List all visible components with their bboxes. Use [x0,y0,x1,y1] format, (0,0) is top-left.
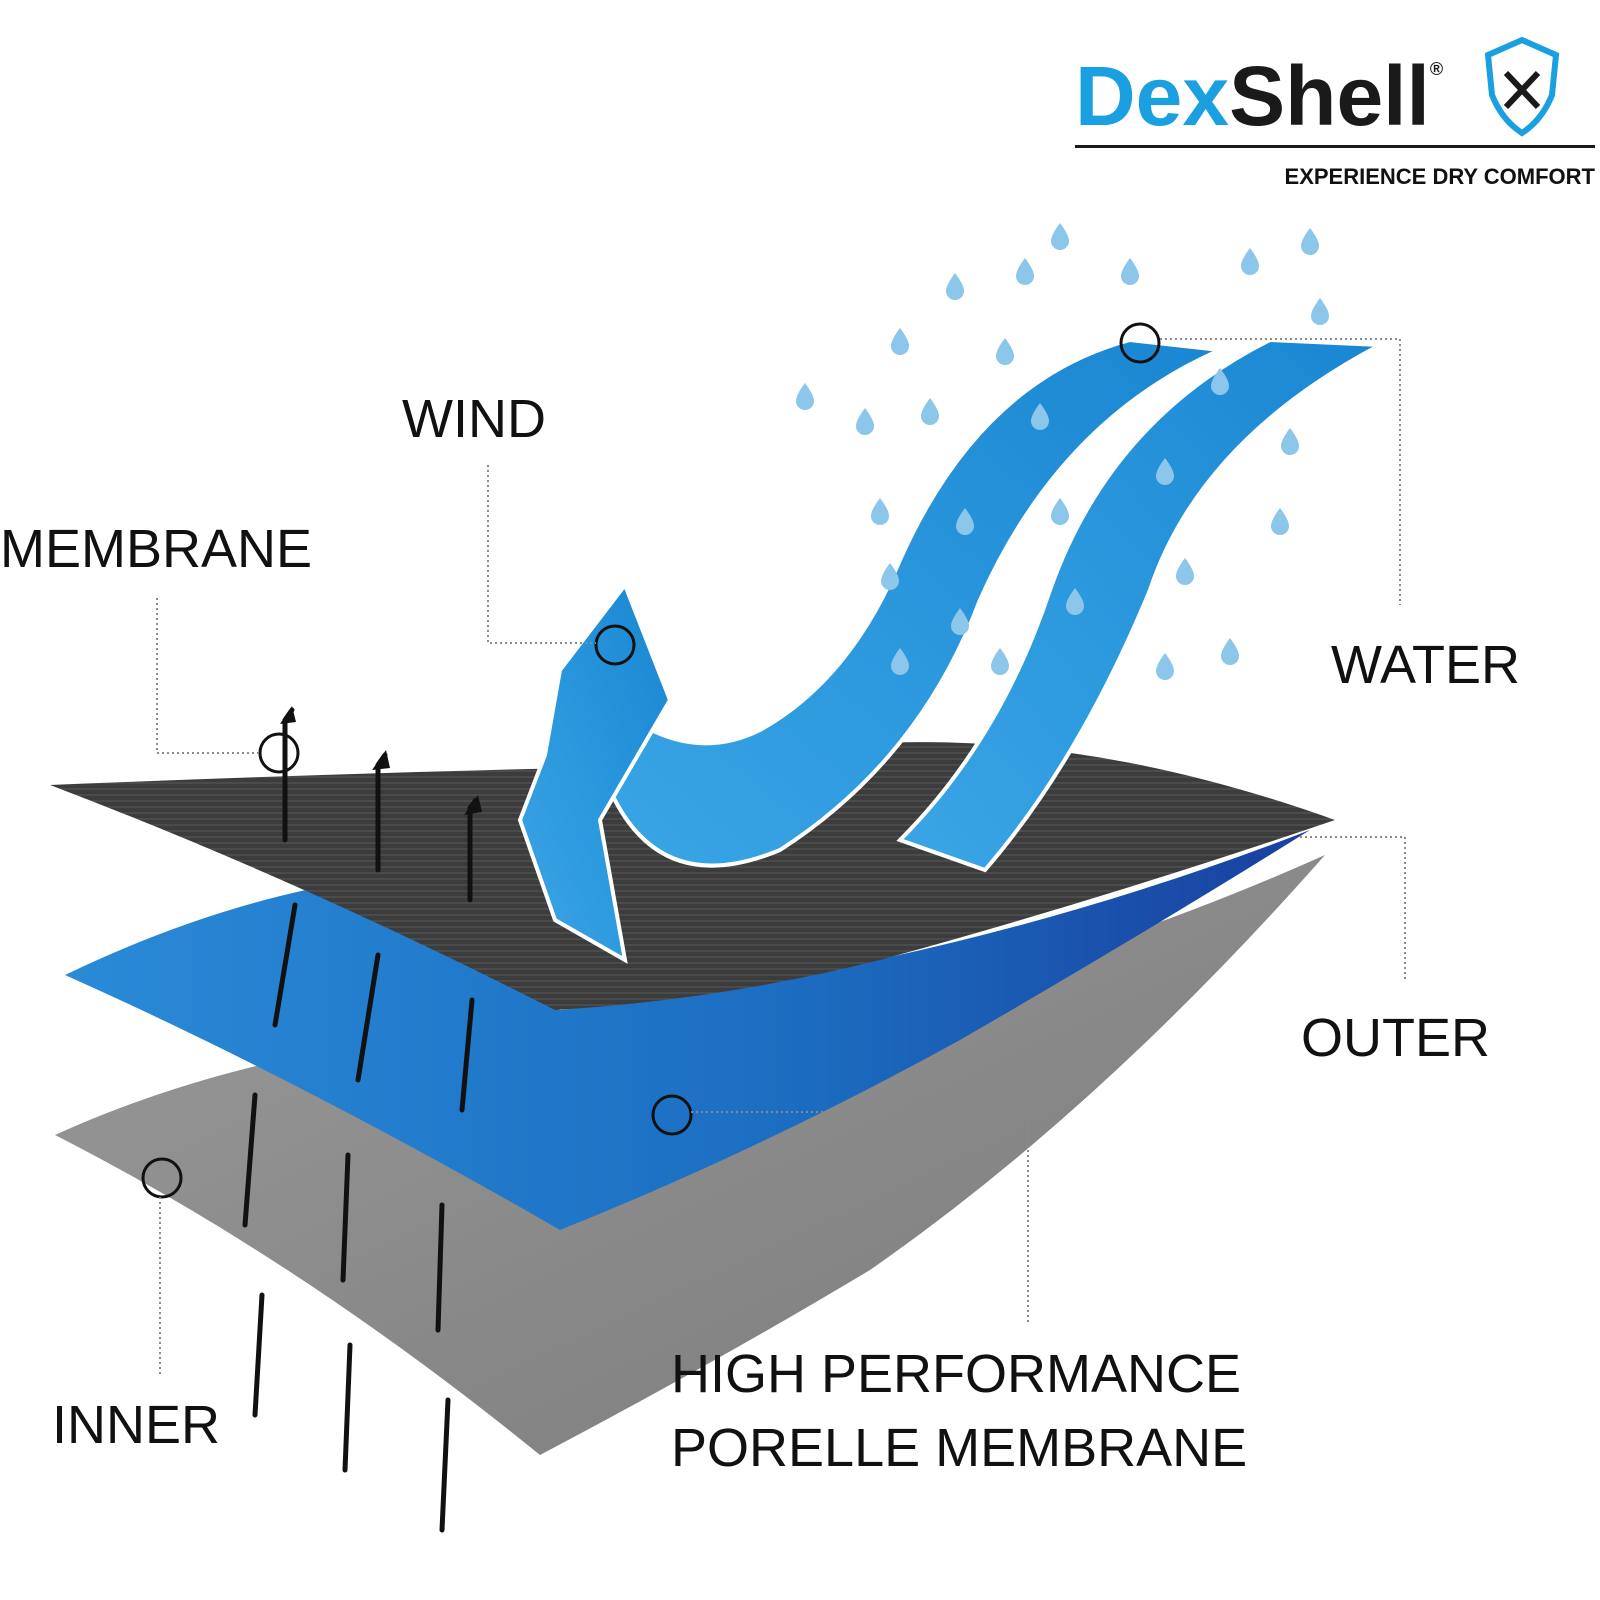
label-porelle-line1: HIGH PERFORMANCE [671,1344,1241,1404]
moisture-trail [272,902,298,1028]
moisture-trail [242,1092,258,1228]
moisture-arrows [242,706,482,1533]
brand-name: DexShell® [1075,49,1443,143]
leader-porelle [691,1111,1029,1325]
membrane-layer [65,830,1310,1230]
water-droplet-icon [1051,223,1069,250]
label-outer: OUTER [1301,1008,1490,1068]
moisture-arrow-icon [464,795,482,903]
water-droplet-icon [1221,638,1239,665]
circle-marker-icon [141,1157,183,1199]
water-droplet-icon [796,383,814,410]
water-droplet-icon [1281,428,1299,455]
moisture-trail [340,1152,351,1283]
water-droplet-icon [1176,558,1194,585]
moisture-trail [435,1202,445,1333]
moisture-trail [342,1342,353,1473]
water-droplet-icon [1271,508,1289,535]
water-droplet-icon [991,648,1009,675]
water-ribbon-right [896,337,1388,873]
water-droplet-icon [856,408,874,435]
circle-marker-icon [594,624,636,666]
label-inner: INNER [52,1395,220,1455]
water-droplet-icon [921,398,939,425]
label-wind: WIND [402,389,546,449]
leader-water [1160,338,1401,605]
brand-logo: DexShell® EXPERIENCE DRY COMFORT [1075,36,1596,189]
circle-marker-icon [1119,322,1161,364]
water-droplet-icon [891,328,909,355]
brand-name-shell: Shell [1229,49,1430,143]
trademark-symbol: ® [1430,59,1443,79]
moisture-trail [355,952,381,1083]
wind-ribbon [517,580,673,964]
water-droplet-icon [996,338,1014,365]
brand-tagline: EXPERIENCE DRY COMFORT [1285,164,1596,189]
water-droplet-icon [871,498,889,525]
water-droplet-icon [1051,498,1069,525]
water-droplet-icon [946,273,964,300]
leader-membrane [156,598,260,754]
water-droplet-icon [1016,258,1034,285]
water-droplet-icon [1156,653,1174,680]
water-droplet-icon [1121,258,1139,285]
moisture-trail [459,997,475,1113]
water-droplet-icon [1311,298,1329,325]
brand-name-dex: Dex [1075,49,1229,143]
leader-outer [1300,836,1406,980]
water-droplet-icon [1301,228,1319,255]
shield-logo-icon [1484,36,1560,137]
moisture-arrow-icon [372,750,390,873]
label-water: WATER [1331,635,1520,695]
moisture-arrow-icon [280,706,296,843]
label-porelle-line2: PORELLE MEMBRANE [671,1418,1247,1478]
moisture-trail [439,1397,451,1533]
water-droplet-icon [1241,248,1259,275]
circle-marker-icon [258,732,300,774]
logo-underline [1075,145,1595,148]
label-membrane: MEMBRANE [0,519,312,579]
circle-marker-icon [651,1094,693,1136]
moisture-trail [252,1292,265,1418]
leader-wind [487,465,596,644]
